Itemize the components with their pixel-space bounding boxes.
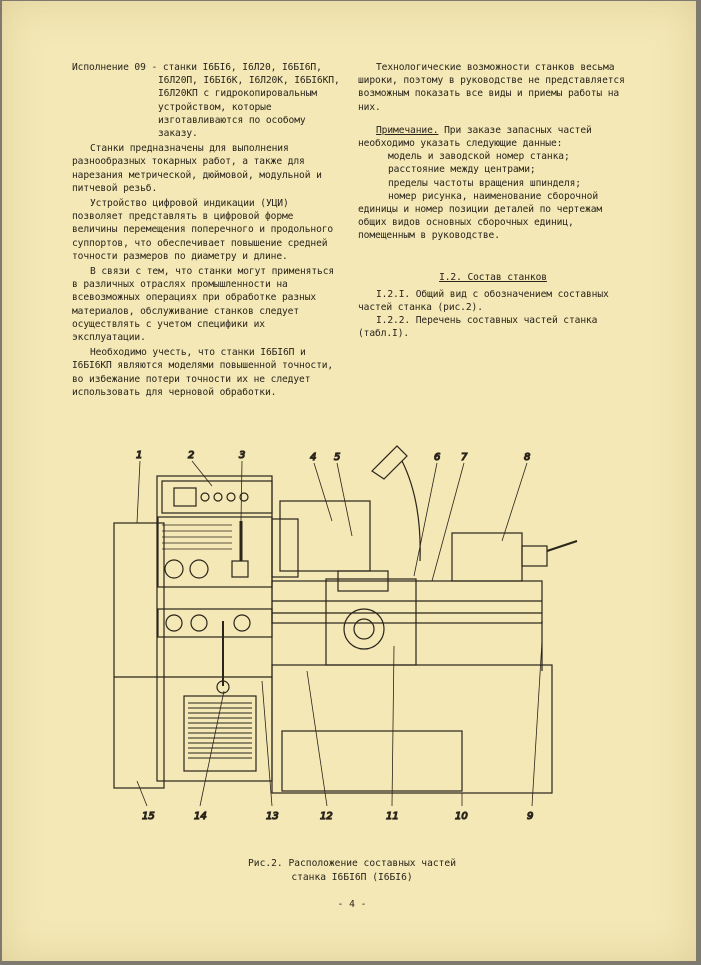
- callout-label: 12: [320, 811, 333, 822]
- page-number: - 4 -: [337, 899, 367, 910]
- paragraph: Станки предназначены для выполнения разн…: [72, 143, 322, 194]
- callout-label: 10: [455, 811, 468, 822]
- callout-label: 13: [266, 811, 279, 822]
- paragraph: I.2.I. Общий вид с обозначением составны…: [358, 288, 609, 314]
- paragraph: Необходимо учесть, что станки I6БI6П и I…: [72, 347, 334, 398]
- callout-label: 14: [194, 811, 207, 822]
- left-column: Исполнение 09 - станки I6БI6, I6Л20, I6Б…: [72, 61, 340, 399]
- figure-caption: Рис.2. Расположение составных частей ста…: [248, 858, 456, 883]
- callout-label: 4: [310, 452, 316, 463]
- lathe-drawing: 1 2 3 4 5 6 7 8 9 10 11 12 13 14 15: [113, 445, 578, 823]
- callout-label: 9: [527, 811, 533, 822]
- callout-label: 2: [188, 450, 194, 461]
- note-label: Примечание.: [376, 124, 439, 136]
- section-title: I.2. Состав станков: [439, 271, 547, 283]
- callout-label: 3: [239, 450, 245, 461]
- callout-label: 15: [142, 811, 155, 822]
- right-column: Технологические возможности станков весь…: [358, 61, 628, 341]
- list-item: пределы частоты вращения шпинделя;: [388, 177, 581, 189]
- list-item: расстояние между центрами;: [388, 164, 536, 176]
- callout-label: 5: [334, 452, 340, 463]
- callout-label: 8: [524, 452, 530, 463]
- callout-label: 11: [386, 811, 399, 822]
- paragraph: Технологические возможности станков весь…: [358, 62, 625, 113]
- list-item: номер рисунка, наименование сборочной ед…: [358, 190, 603, 242]
- callout-label: 1: [136, 450, 142, 461]
- callout-label: 6: [434, 452, 440, 463]
- list-item: модель и заводской номер станка;: [388, 151, 570, 163]
- variant-paragraph: Исполнение 09 - станки I6БI6, I6Л20, I6Б…: [72, 62, 340, 140]
- paragraph: Устройство цифровой индикации (УЦИ) позв…: [72, 198, 334, 262]
- paragraph: В связи с тем, что станки могут применят…: [72, 266, 335, 344]
- paragraph: I.2.2. Перечень составных частей станка …: [358, 315, 598, 340]
- callout-label: 7: [461, 452, 468, 463]
- note-text: При заказе запасных частей необходимо ук…: [358, 124, 592, 150]
- note-paragraph: Примечание. При заказе запасных частей н…: [358, 124, 628, 150]
